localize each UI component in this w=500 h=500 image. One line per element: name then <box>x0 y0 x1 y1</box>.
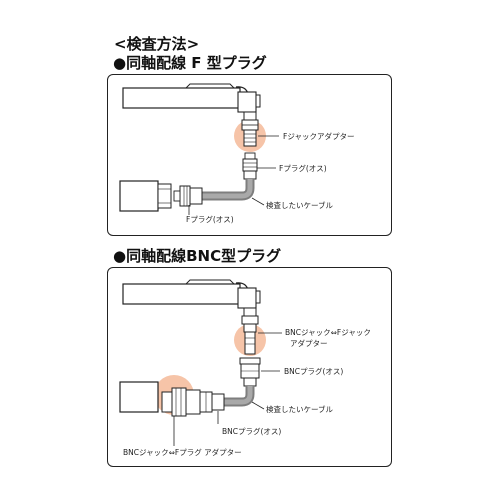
label-f-plug-bottom: Fプラグ(オス) <box>186 214 234 224</box>
tester-device-1 <box>122 83 261 113</box>
bnc-f-jack-adapter <box>241 307 259 355</box>
bnc-plug-top <box>239 357 261 387</box>
device-box-1 <box>119 180 172 212</box>
f-plug-top-1 <box>242 152 258 180</box>
tester-device-2 <box>122 279 261 309</box>
label-f-jack-adapter: Fジャックアダプター <box>283 131 354 141</box>
f-plug-bottom-1 <box>173 185 203 207</box>
bnc-plug-bottom <box>199 391 225 413</box>
bnc-jack-f-plug-adapter <box>161 387 201 417</box>
label-bnc-plug-top: BNCプラグ(オス) <box>284 366 343 376</box>
f-plug-diagram-panel <box>107 74 392 236</box>
section-title-f-plug: ●同軸配線 F 型プラグ <box>113 54 267 72</box>
section-title-bnc-plug: ●同軸配線BNC型プラグ <box>113 247 282 265</box>
label-bnc-jack-f-plug-adapter: BNCジャック⇔Fプラグ アダプター <box>123 447 242 457</box>
f-jack-adapter-1 <box>241 111 259 147</box>
label-f-plug-top: Fプラグ(オス) <box>279 163 327 173</box>
label-cable-1: 検査したいケーブル <box>266 200 334 210</box>
page-title: <検査方法> <box>114 35 200 53</box>
label-bnc-f-adapter-line2: アダプター <box>290 338 328 348</box>
device-box-2 <box>119 381 159 413</box>
label-bnc-f-adapter-line1: BNCジャック⇔Fジャック <box>285 328 371 337</box>
label-bnc-plug-bottom: BNCプラグ(オス) <box>222 426 281 436</box>
cable-1 <box>202 179 255 201</box>
label-cable-2: 検査したいケーブル <box>266 404 334 414</box>
bnc-plug-diagram-panel <box>107 267 392 467</box>
